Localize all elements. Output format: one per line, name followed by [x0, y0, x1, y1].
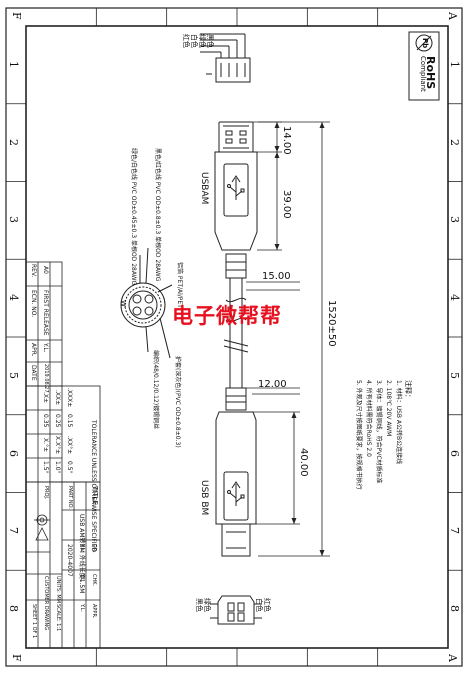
zone-col-left-1: 1 — [7, 60, 20, 68]
units-text: UNITS: MM — [55, 576, 61, 604]
cross-section-label: W — [119, 300, 127, 307]
callout-braid: 编织(48/0.12/0.12)镀锡铜丝 — [152, 350, 159, 430]
am-pin-face — [200, 33, 251, 83]
note-line-5: 5. 外观及尺寸按图纸要求，按规格书执行 — [355, 380, 362, 490]
pin-color-top-2: 绿色 — [198, 34, 206, 48]
zone-row-bottom-right: A — [446, 654, 459, 662]
zone-col-right-7: 7 — [448, 527, 461, 535]
zone-col-left-8: 8 — [7, 605, 20, 613]
rev-row-date: 2019.08.27 — [43, 364, 49, 393]
rev-row-ecn: FIRST RELEASE — [42, 290, 49, 336]
rohs-badge — [408, 31, 440, 101]
part-no-label: PART NO. — [67, 486, 73, 509]
pin-color-bottom-3: 绿色 — [203, 598, 211, 612]
proj-label: PROJ. — [43, 486, 49, 500]
note-line-3: 3. 导体：镀锡铜线，符合PVC材质标准 — [375, 380, 382, 484]
watermark-text: 电子微帮帮 — [172, 304, 282, 328]
zone-col-right-8: 8 — [448, 605, 461, 613]
dimension-lines — [246, 121, 330, 557]
part-no-value: 2020-4007 — [66, 544, 73, 577]
callout-green-white: 绿色/白色线 PVC OD±0.45±0.3 单根OD 28AWG — [130, 148, 137, 286]
drawing-type: CUSTOMER DRAWING — [43, 576, 49, 631]
zone-row-bottom-left: F — [10, 654, 23, 662]
note-line-4: 4. 所有材料需符合RoHS 2.0 — [365, 380, 372, 457]
zone-row-top-left: F — [10, 12, 23, 20]
approval-appr-value: Y.L. — [79, 604, 85, 613]
rohs-compliant-text: Compliant — [419, 56, 427, 92]
tol-r0-c1: 0.35 — [42, 414, 49, 428]
title-label: TITLE — [91, 486, 99, 505]
title-block-lines — [25, 261, 101, 649]
tol-r0-c3: 1.5° — [42, 461, 49, 474]
tol-r1-c0: .XX± — [54, 390, 61, 406]
dim-am-body: 39.00 — [281, 190, 292, 219]
approval-dr: DR. — [91, 544, 97, 553]
note-line-1: 1. 材料：USB A公转B公连接线 — [395, 380, 402, 465]
pin-color-bottom-1: 红色 — [263, 598, 271, 612]
rev-row-apr: Y.L. — [42, 343, 49, 353]
zone-col-right-1: 1 — [448, 60, 461, 68]
rev-row-rev: A0 — [42, 266, 49, 274]
zone-col-right-4: 4 — [448, 294, 461, 302]
approval-chk-value: Y.L. — [79, 574, 85, 583]
zone-row-top-right: A — [446, 12, 459, 20]
dim-am-plug: 14.00 — [281, 126, 292, 155]
usb-bm-label: USB BM — [199, 480, 209, 516]
zone-col-left-6: 6 — [7, 449, 20, 457]
approval-appr: APPR. — [91, 604, 97, 619]
rohs-pb-mark: Pb — [421, 38, 429, 49]
tol-r1-c1: 0.25 — [54, 414, 61, 428]
tol-r2-c3: 0.5° — [66, 461, 73, 474]
callout-jacket: 护套(深灰色)(PVC OD±0.8±0.3) — [174, 356, 181, 448]
rev-header-apr: APR. — [30, 343, 37, 357]
rev-header-ecn: ECN. NO. — [30, 290, 37, 318]
zone-col-left-3: 3 — [7, 216, 20, 224]
approval-dr-value: Y.L. — [79, 544, 85, 553]
dim-total-length: 1520±50 — [326, 300, 337, 347]
pin-color-bottom-2: 白色 — [255, 598, 263, 612]
rev-header-date: DATE — [30, 365, 37, 381]
zone-col-right-6: 6 — [448, 449, 461, 457]
zone-col-left-4: 4 — [7, 294, 20, 302]
usb-am-label: USBAM — [199, 172, 209, 205]
tol-r1-c2: X.X°± — [54, 436, 61, 455]
callout-black-red: 黑色/红色线 PVC OD±0.8±0.3 单根OD 28AWG — [154, 148, 161, 282]
tol-r0-c2: X.°± — [42, 438, 49, 453]
pin-color-top-3: 白色 — [190, 34, 198, 48]
tol-r0-c0: .X± — [42, 392, 49, 404]
zone-col-right-5: 5 — [448, 371, 461, 379]
scale-text: SCALE: 1:1 — [55, 604, 61, 632]
pin-color-top-1: 黑色 — [206, 34, 214, 48]
pin-color-bottom-4: 黑色 — [195, 598, 203, 612]
notes-title: 注释： — [404, 380, 412, 401]
sheet-text: SHEET 1 OF 1 — [31, 604, 37, 639]
tol-r2-c1: 0.15 — [66, 414, 73, 428]
dim-bm-body: 40.00 — [298, 448, 309, 477]
zone-col-left-5: 5 — [7, 371, 20, 379]
tolerance-heading: TOLERANCE UNLESS OTHERWISE SPECIFIED — [90, 420, 97, 552]
dim-bm-plug: 12.00 — [258, 379, 287, 390]
zone-col-left-2: 2 — [7, 138, 20, 146]
zone-col-right-3: 3 — [448, 216, 461, 224]
approval-chk: CHK. — [91, 574, 97, 587]
dimension-arrows — [274, 122, 325, 556]
cable — [223, 278, 249, 388]
zone-col-left-7: 7 — [7, 527, 20, 535]
tol-r2-c2: .XX°± — [66, 436, 73, 455]
usb-symbol-am — [227, 175, 245, 200]
tol-r2-c0: .XXX± — [66, 388, 73, 408]
bm-pin-face — [210, 595, 262, 625]
zone-col-right-2: 2 — [448, 138, 461, 146]
pin-color-top-4: 红色 — [182, 34, 190, 48]
note-line-2: 2. 108℃ 20V AWM — [385, 380, 392, 437]
usb-symbol-bm — [227, 481, 245, 506]
tol-r1-c3: 1.0° — [54, 461, 61, 474]
cable-cross-section — [120, 247, 173, 359]
dim-strain-relief: 15.00 — [262, 271, 291, 282]
rev-header-rev: REV. — [30, 264, 37, 278]
